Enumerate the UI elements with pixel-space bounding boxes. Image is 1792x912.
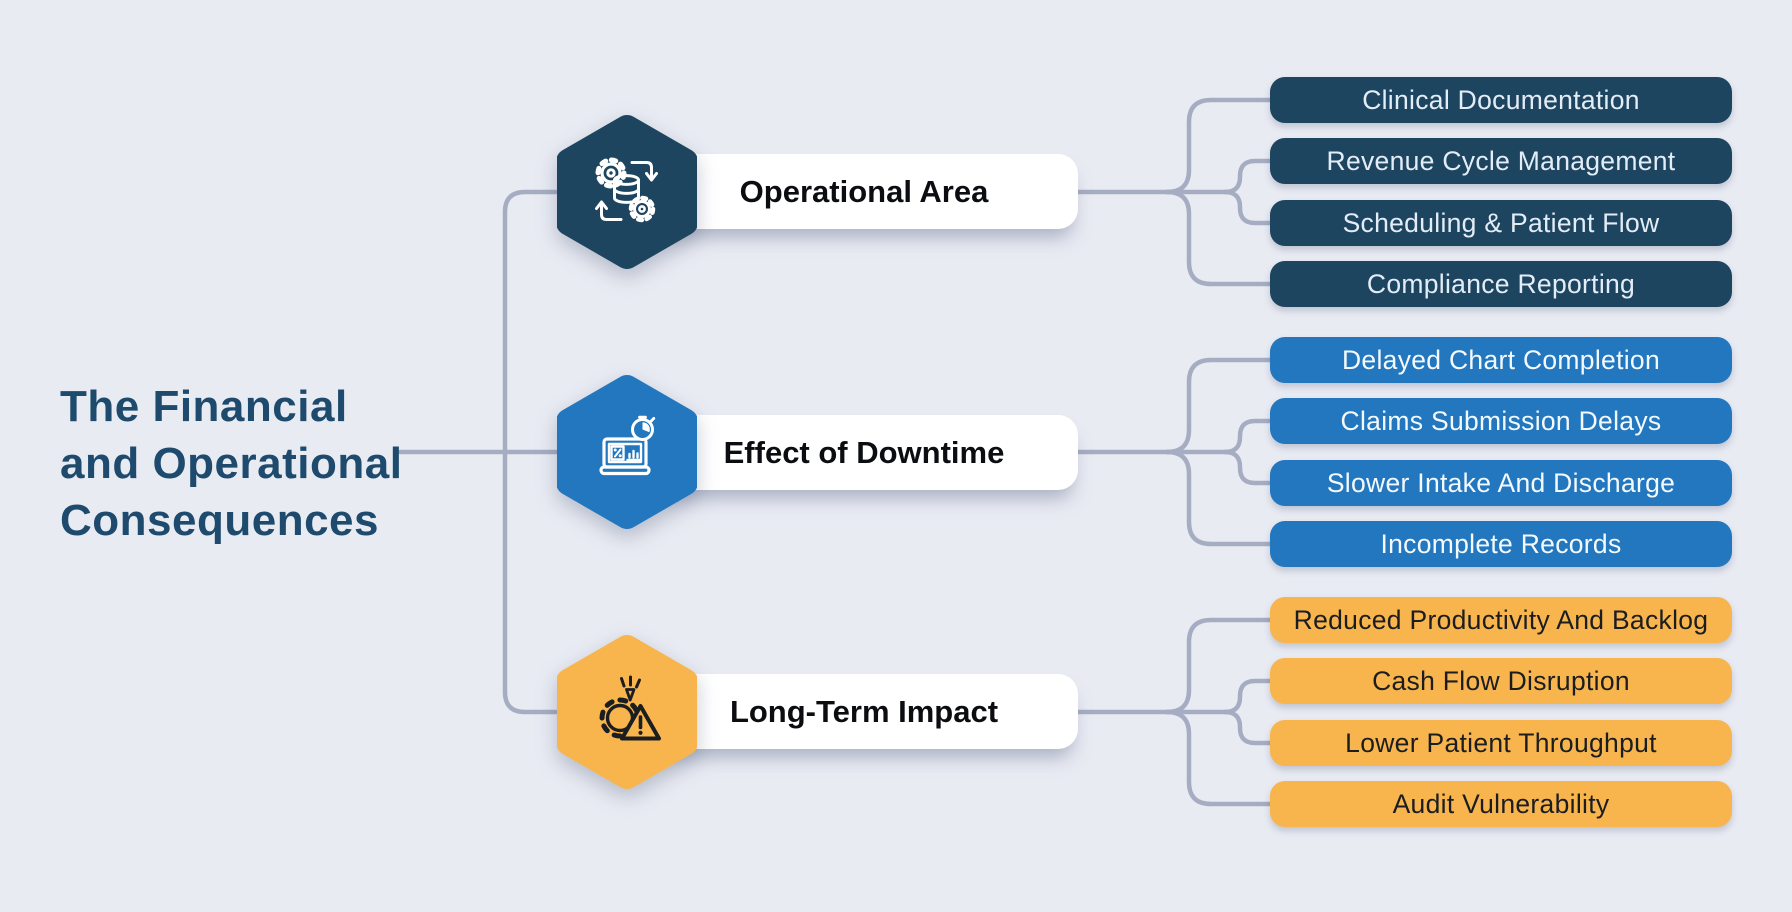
pill-text: Incomplete Records bbox=[1380, 528, 1622, 559]
effect-of-downtime-item: Incomplete Records bbox=[1270, 521, 1732, 567]
page-title: The Financial and Operational Consequenc… bbox=[60, 378, 402, 549]
hexagon-shape bbox=[557, 375, 697, 529]
long-term-impact-item: Cash Flow Disruption bbox=[1270, 658, 1732, 704]
effect-of-downtime-hexagon bbox=[557, 373, 697, 531]
operational-area-item: Scheduling & Patient Flow bbox=[1270, 200, 1732, 246]
pill-text: Delayed Chart Completion bbox=[1342, 344, 1660, 375]
operational-area-item: Clinical Documentation bbox=[1270, 77, 1732, 123]
effect-of-downtime-item: Slower Intake And Discharge bbox=[1270, 460, 1732, 506]
title-line: The Financial bbox=[60, 382, 348, 431]
effect-of-downtime-item: Claims Submission Delays bbox=[1270, 398, 1732, 444]
pill-text: Scheduling & Patient Flow bbox=[1342, 207, 1660, 238]
long-term-impact-hexagon bbox=[557, 633, 697, 791]
operational-area-item: Compliance Reporting bbox=[1270, 261, 1732, 307]
database-gears-sync-icon bbox=[595, 157, 658, 223]
pill-text: Clinical Documentation bbox=[1362, 84, 1640, 115]
long-term-impact-item: Reduced Productivity And Backlog bbox=[1270, 597, 1732, 643]
long-term-impact-item: Audit Vulnerability bbox=[1270, 781, 1732, 827]
branch-label-long-term-impact: Long-Term Impact bbox=[650, 674, 1078, 749]
pill-text: Claims Submission Delays bbox=[1340, 405, 1662, 436]
branch-label-effect-of-downtime: Effect of Downtime bbox=[650, 415, 1078, 490]
pill-text: Revenue Cycle Management bbox=[1326, 145, 1676, 176]
title-line: and Operational bbox=[60, 439, 403, 488]
pill-text: Cash Flow Disruption bbox=[1372, 665, 1630, 696]
effect-of-downtime-item: Delayed Chart Completion bbox=[1270, 337, 1732, 383]
pill-text: Slower Intake And Discharge bbox=[1326, 467, 1676, 498]
title-line: Consequences bbox=[60, 496, 379, 545]
pill-text: Reduced Productivity And Backlog bbox=[1293, 604, 1709, 635]
operational-area-hexagon bbox=[557, 113, 697, 271]
branch-label-text: Operational Area bbox=[739, 173, 989, 209]
branch-label-text: Effect of Downtime bbox=[723, 434, 1005, 470]
gear-warning-icon bbox=[599, 675, 661, 741]
pill-text: Compliance Reporting bbox=[1366, 268, 1636, 299]
operational-area-item: Revenue Cycle Management bbox=[1270, 138, 1732, 184]
hexagon-shape bbox=[557, 635, 697, 789]
pill-text: Audit Vulnerability bbox=[1392, 788, 1610, 819]
branch-label-operational-area: Operational Area bbox=[650, 154, 1078, 229]
branch-label-text: Long-Term Impact bbox=[729, 693, 999, 729]
laptop-stopwatch-icon bbox=[599, 415, 656, 476]
long-term-impact-item: Lower Patient Throughput bbox=[1270, 720, 1732, 766]
pill-text: Lower Patient Throughput bbox=[1345, 727, 1657, 758]
